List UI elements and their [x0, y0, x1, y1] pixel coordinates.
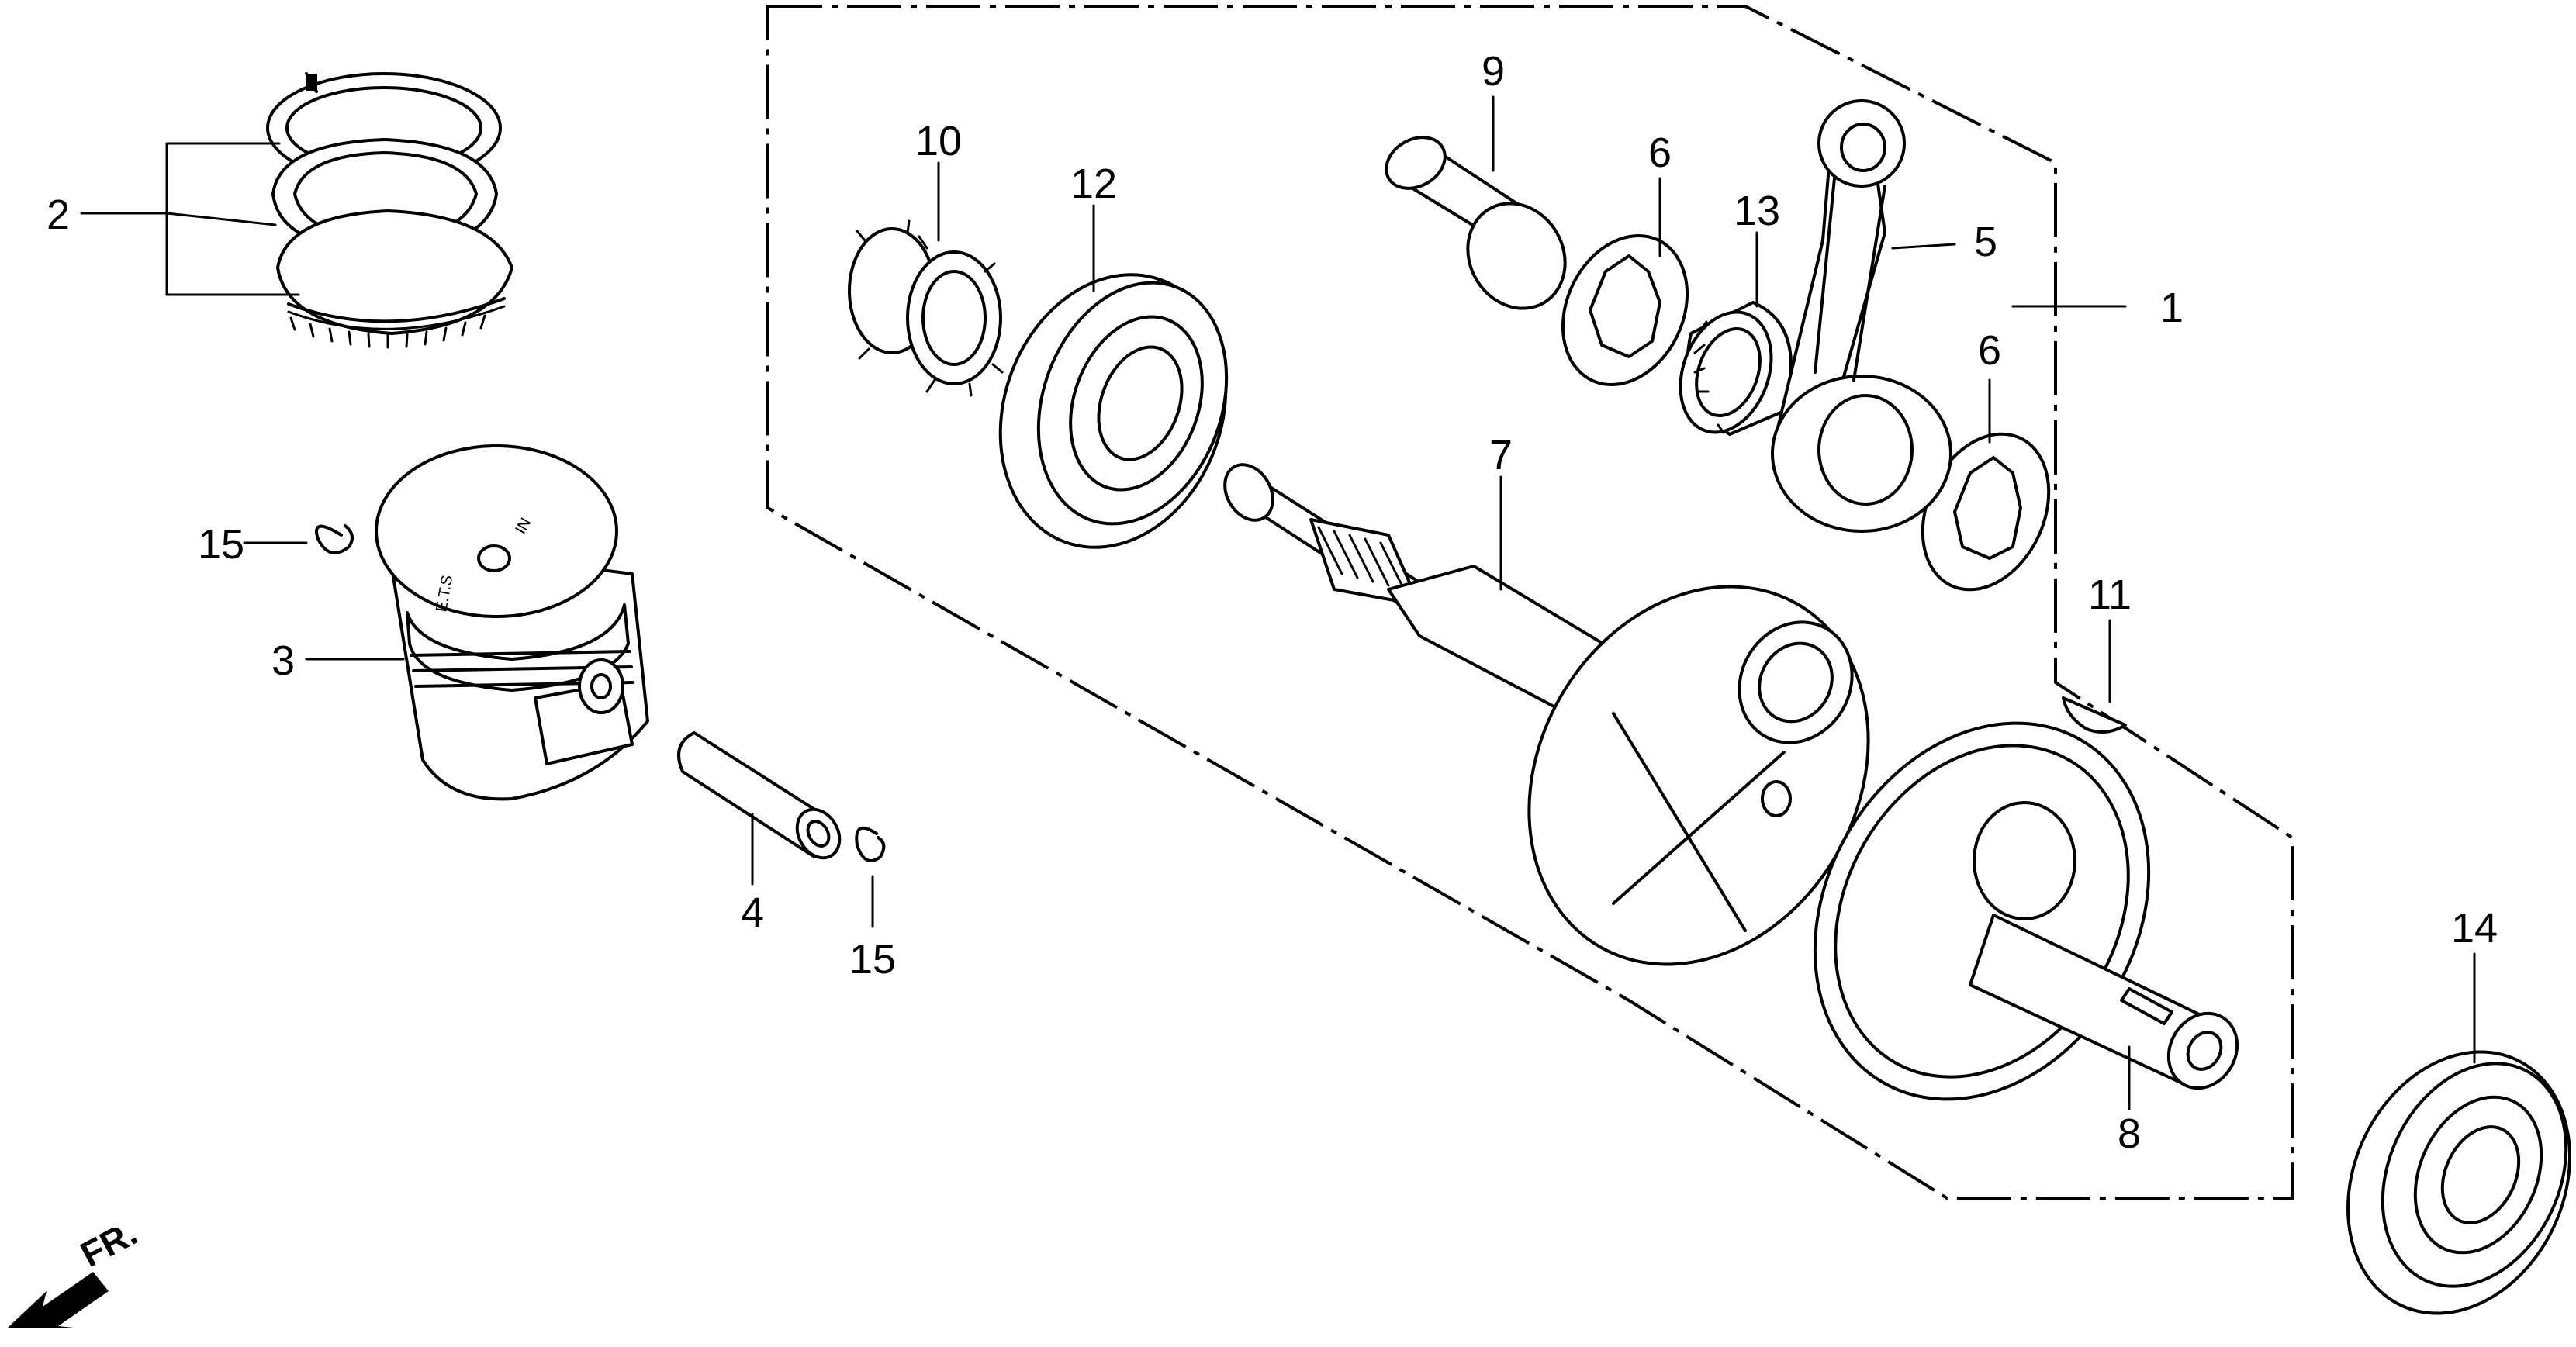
- crankshaft-left: [1223, 463, 1870, 966]
- callout-2: 2: [47, 192, 70, 238]
- callout-14: 14: [2451, 905, 2498, 952]
- piston-rings: [266, 72, 513, 349]
- needle-bearing: [1679, 301, 1793, 436]
- front-arrow-icon: [8, 1272, 109, 1328]
- callout-15-lower: 15: [849, 936, 896, 983]
- callout-3: 3: [271, 637, 295, 684]
- piston-pin: [677, 731, 842, 860]
- callout-6-lower: 6: [1978, 327, 2001, 374]
- crankshaft-right: [1813, 721, 2239, 1101]
- assembly-boundary: [766, 5, 2294, 1200]
- crank-pin: [1385, 136, 1567, 310]
- piston: IN E.T.S: [375, 444, 649, 801]
- circlip-lower: [855, 826, 886, 862]
- callout-11: 11: [2088, 572, 2132, 618]
- cam-chain-sprocket: [848, 219, 1004, 397]
- front-direction-indicator: FR.: [8, 1212, 143, 1328]
- callout-6-upper: 6: [1648, 130, 1672, 176]
- callout-8: 8: [2118, 1110, 2141, 1157]
- callout-15-upper: 15: [198, 521, 244, 568]
- connecting-rod: [1771, 99, 1952, 533]
- callout-10: 10: [915, 118, 962, 164]
- circlip-upper: [315, 524, 354, 554]
- ball-bearing-12: [998, 273, 1229, 549]
- callout-7: 7: [1489, 432, 1513, 478]
- callout-1: 1: [2160, 285, 2184, 331]
- callout-13: 13: [1734, 188, 1780, 234]
- callout-4: 4: [741, 889, 764, 936]
- front-label: FR.: [74, 1212, 143, 1275]
- callout-9: 9: [1482, 48, 1505, 95]
- leader-lines: [80, 95, 2476, 1110]
- thrust-washer-upper: [1561, 233, 1689, 387]
- woodruff-key: [2062, 696, 2127, 734]
- ball-bearing-14: [2346, 1050, 2571, 1315]
- callout-5: 5: [1974, 219, 1997, 265]
- callout-12: 12: [1070, 161, 1117, 207]
